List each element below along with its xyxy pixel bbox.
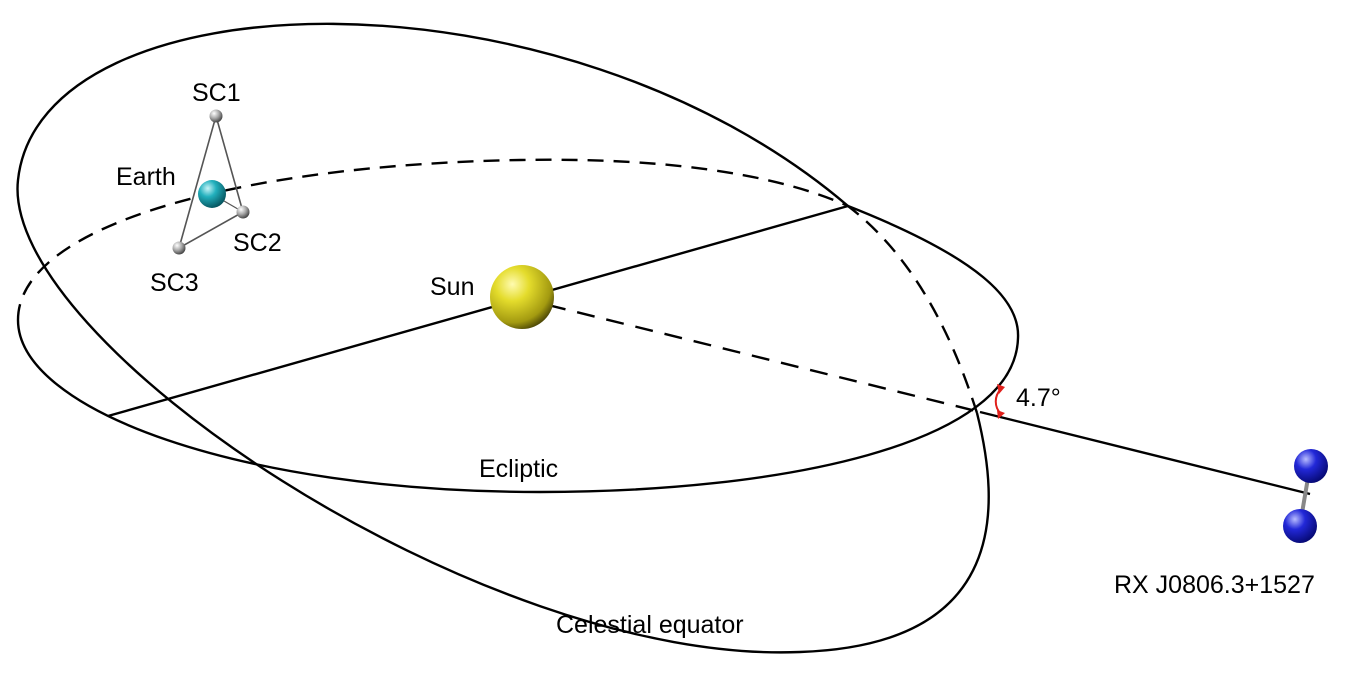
celestial-equator-label: Celestial equator (556, 611, 744, 639)
sc1-marker (209, 109, 223, 123)
sc3-marker (172, 241, 186, 255)
celestial-equator-solid-arc (16, 22, 990, 654)
angle-label: 4.7° (1016, 384, 1061, 412)
binary-star-bottom (1283, 509, 1317, 543)
sc2-marker (236, 205, 250, 219)
line-of-sight-dashed (547, 303, 981, 414)
target-label: RX J0806.3+1527 (1114, 571, 1315, 599)
angle-arrowhead-bottom (997, 410, 1005, 419)
earth-label: Earth (116, 163, 176, 191)
ecliptic-dashed-arc (16, 158, 849, 321)
sc2-label: SC2 (233, 229, 282, 257)
binary-star-top (1294, 449, 1328, 483)
line-of-sight-solid (979, 410, 1311, 496)
ecliptic-solid-arc (16, 204, 1020, 494)
earth-marker (198, 180, 226, 208)
angle-arrow-icon (994, 388, 1002, 415)
sun-marker (490, 265, 554, 329)
sc3-label: SC3 (150, 269, 199, 297)
spacecraft-triangle (177, 113, 244, 250)
angle-arrowhead-top (997, 384, 1005, 394)
celestial-equator-dashed-arc (847, 205, 979, 414)
sun-label: Sun (430, 273, 474, 301)
line-of-nodes (107, 204, 849, 418)
ecliptic-label: Ecliptic (479, 455, 558, 483)
sc1-label: SC1 (192, 79, 241, 107)
